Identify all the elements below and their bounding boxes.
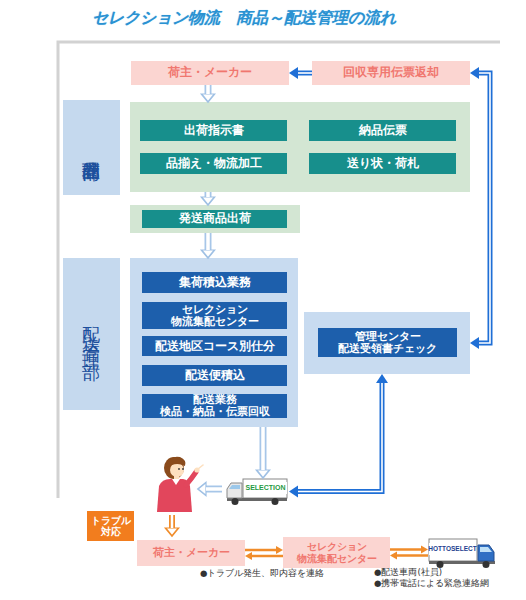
arrow-shaft-inner (171, 515, 174, 528)
truck-node: HOTTOSELECT (428, 537, 496, 568)
node-text: 品揃え・物流加工 (140, 157, 287, 170)
connector-inner (261, 427, 265, 470)
flow-connector (263, 427, 264, 470)
department-band: 商品管理部出荷指示書納品伝票品揃え・物流加工送り状・荷札 (130, 102, 470, 192)
party-box: 荷主・メーカー (131, 61, 289, 85)
face (170, 463, 184, 477)
node-text: 配送業務 検品・納品・伝票回収 (142, 394, 287, 418)
process-box: セレクション 物流集配センター (283, 537, 390, 568)
process-box: 出荷指示書 (140, 120, 287, 141)
node-text: セレクション 物流集配センター (142, 304, 287, 328)
arrow-shaft (169, 515, 175, 528)
process-band: 管理センター 配送受領書チェック (304, 312, 470, 374)
process-label: 管理センター 配送受領書チェック (318, 328, 457, 357)
frame-line (58, 42, 500, 498)
connector-path (479, 73, 490, 343)
connector-inner (298, 72, 312, 74)
node-text: 荷主・メーカー (137, 547, 245, 559)
connector-path (390, 548, 421, 551)
truck-cargo (429, 539, 477, 561)
process-box: 品揃え・物流加工 (140, 153, 287, 174)
node-text: 回収専用伝票返却 (312, 66, 470, 79)
node-text: 納品伝票 (309, 124, 456, 137)
connector-inner (298, 383, 382, 492)
process-label: 発送商品出荷 (142, 210, 287, 228)
eye (178, 468, 180, 470)
node-text: 配送便積込 (142, 369, 287, 382)
arrow-shaft (206, 486, 222, 493)
node-text: トラブル 対応 (86, 515, 135, 537)
process-box: 回収専用伝票返却 (312, 61, 470, 85)
truck-window (480, 547, 492, 552)
truck-wheel (272, 498, 279, 505)
truck-node: SELECTION (225, 478, 289, 505)
connector-inner (206, 85, 210, 94)
process-box: 送り状・荷札 (309, 153, 456, 174)
connector-path (205, 233, 212, 250)
connector-path (205, 192, 212, 197)
connector-path (205, 85, 212, 94)
note-label: ●トラブル発生、即内容を連絡 (200, 569, 324, 578)
flow-connector (479, 73, 490, 343)
node-text: 荷主・メーカー (131, 66, 289, 79)
arrow-shaft-inner (206, 487, 222, 491)
node-text: セレクション 物流集配センター (283, 541, 390, 563)
truck-window (229, 485, 240, 489)
connector-path (245, 549, 276, 552)
alert-box: トラブル 対応 (86, 510, 135, 542)
truck-wheel (232, 498, 239, 505)
department-band: 配送管理部集荷積込業務セレクション 物流集配センター配送地区コース別仕分配送便積… (130, 258, 298, 427)
node-text: 配送地区コース別仕分 (142, 340, 287, 353)
woman-to-owner-arrow (172, 515, 173, 528)
finger (198, 465, 203, 469)
truck-to-woman-arrow (206, 489, 222, 490)
collar (172, 479, 180, 485)
department-heading: 商品管理部 (63, 100, 120, 195)
process-box: 納品伝票 (309, 120, 456, 141)
truck-cargo (243, 479, 287, 498)
connector-inner (206, 192, 210, 197)
truck-wheel (437, 561, 444, 568)
truck-label: SELECTION (244, 482, 287, 494)
connector-path (298, 71, 312, 76)
flow-connector (208, 233, 209, 250)
node-text: 集荷積込業務 (142, 276, 287, 289)
eye (182, 468, 184, 470)
node-text: 出荷指示書 (140, 124, 287, 137)
department-heading: 配送管理部 (63, 258, 120, 410)
flow-connector (390, 550, 428, 556)
node-text: 送り状・荷札 (309, 157, 456, 170)
truck-cab (227, 483, 242, 498)
connector-path (252, 555, 283, 558)
process-box: 配送業務 検品・納品・伝票回収 (142, 394, 287, 418)
process-box: 配送地区コース別仕分 (142, 336, 287, 356)
connector-inner (206, 233, 210, 250)
connector-path (298, 383, 382, 492)
truck-wheel (483, 561, 490, 568)
process-band: 発送商品出荷 (130, 205, 300, 233)
arm (186, 472, 196, 485)
party-box: 荷主・メーカー (137, 540, 245, 566)
diagram-title: セレクション物流 商品～配送管理の流れ (92, 8, 396, 29)
connector-path (260, 427, 267, 470)
note-label: ●携帯電話による緊急連絡網 (374, 579, 489, 588)
hair-bangs (166, 457, 185, 468)
process-box: 配送便積込 (142, 365, 287, 386)
process-box: セレクション 物流集配センター (142, 302, 287, 329)
truck-cab (478, 545, 494, 561)
connector-inner (479, 73, 490, 343)
process-box: 集荷積込業務 (142, 272, 287, 293)
woman-illustration (157, 457, 203, 512)
flow-connector (208, 192, 209, 197)
note-label: ●配送車両(社員) (374, 568, 442, 577)
flow-connector (298, 73, 312, 74)
truck-label: HOTTOSELECT (429, 543, 476, 555)
flow-connector (208, 85, 209, 94)
connector-path (397, 554, 428, 557)
flow-connector (298, 383, 382, 492)
flow-connector (245, 550, 283, 556)
